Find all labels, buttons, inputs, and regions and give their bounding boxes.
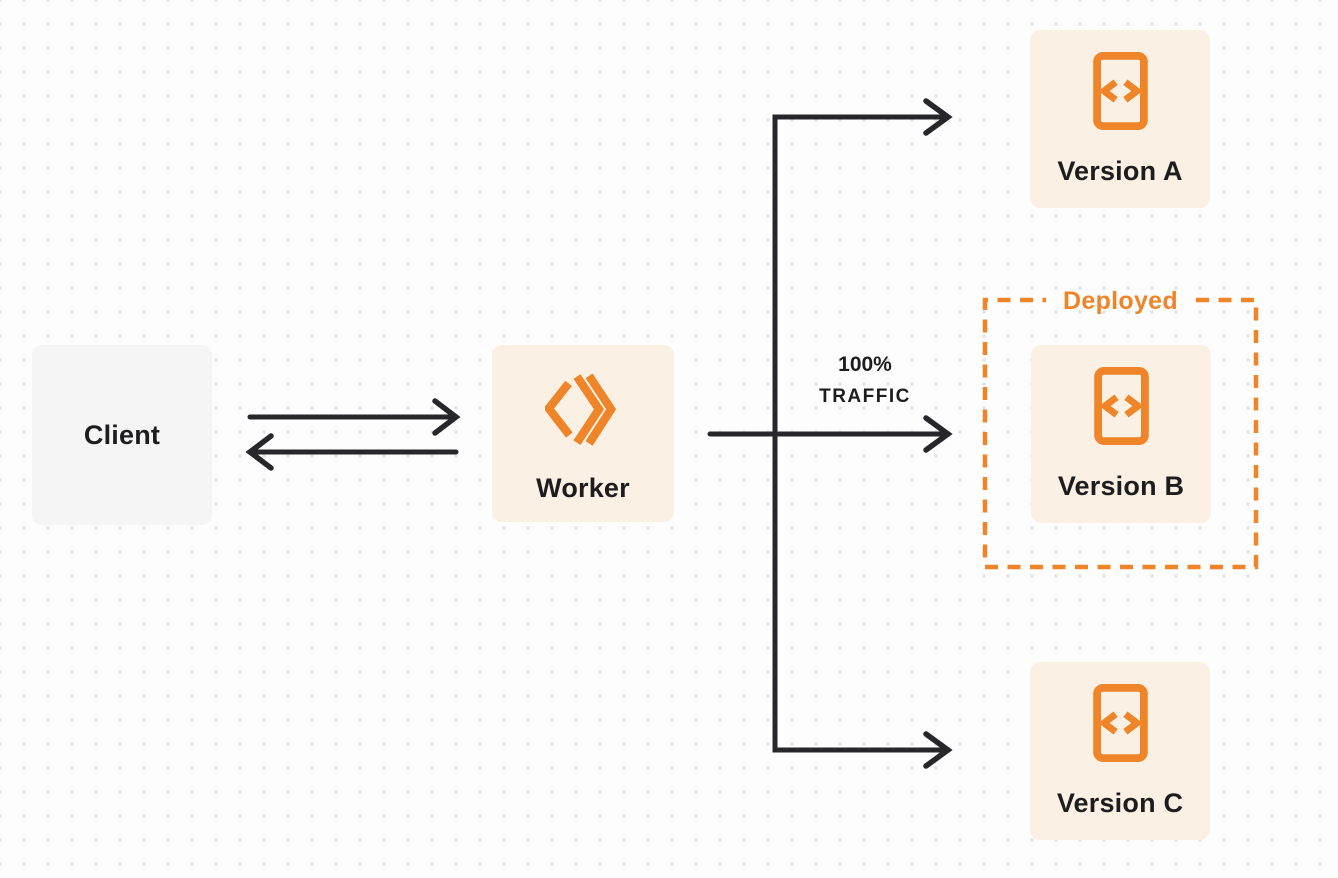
- traffic-word: TRAFFIC: [819, 386, 911, 407]
- client-node: Client: [32, 345, 212, 525]
- branch-arrow-version-c: [923, 731, 953, 769]
- branch-trunk: [772, 114, 945, 753]
- response-arrow: [245, 433, 459, 471]
- traffic-label: 100% TRAFFIC: [775, 350, 955, 413]
- deployed-label: Deployed: [1063, 287, 1178, 315]
- version-c-label: Version C: [1056, 788, 1184, 818]
- code-file-icon: [1092, 52, 1148, 130]
- worker-node: Worker: [492, 345, 674, 522]
- code-file-icon: [1093, 367, 1149, 445]
- worker-label: Worker: [536, 473, 630, 503]
- traffic-percentage: 100%: [838, 353, 892, 376]
- code-file-icon: [1092, 684, 1148, 762]
- version-a-label: Version A: [1057, 156, 1183, 186]
- version-b-node: Version B: [1031, 345, 1211, 523]
- request-arrow: [247, 398, 461, 436]
- branch-arrow-version-a: [923, 98, 953, 136]
- client-label: Client: [83, 420, 161, 450]
- workers-logo-icon: [545, 373, 617, 446]
- deployed-boundary: [982, 297, 1259, 570]
- version-a-node: Version A: [1030, 30, 1210, 208]
- traffic-arrow: [707, 415, 953, 453]
- version-c-node: Version C: [1030, 662, 1210, 840]
- version-b-label: Version B: [1057, 471, 1185, 501]
